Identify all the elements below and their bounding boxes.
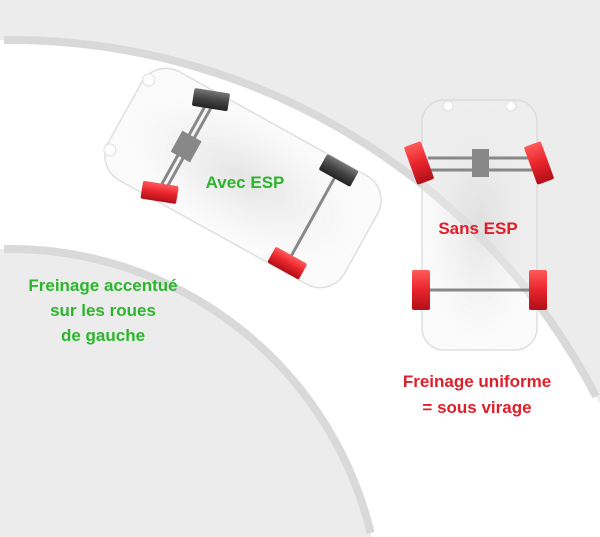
car-without-esp: [404, 99, 554, 351]
caption-line: sur les roues: [50, 301, 156, 320]
headlight-icon: [442, 100, 454, 112]
wheel-rear-left-braking: [412, 270, 430, 310]
headlight-icon: [142, 73, 156, 87]
headlight-icon: [103, 143, 117, 157]
caption-line: Freinage accentué: [28, 276, 178, 295]
label-without-esp: Sans ESP: [438, 219, 518, 238]
caption-line: Freinage uniforme: [402, 372, 552, 391]
headlight-icon: [505, 100, 517, 112]
caption-without-esp: Freinage uniforme = sous virage: [403, 369, 551, 421]
road-inner-edge: [3, 245, 375, 534]
caption-with-esp: Freinage accentué sur les roues de gauch…: [28, 273, 177, 348]
differential-box: [170, 130, 202, 163]
caption-line: de gauche: [60, 326, 146, 345]
wheel-front-left-braking: [140, 180, 179, 204]
car-with-esp: [103, 67, 382, 289]
label-with-esp: Avec ESP: [205, 173, 285, 192]
caption-line: = sous virage: [422, 398, 532, 417]
wheel-rear-right: [319, 154, 359, 187]
wheel-rear-right-braking: [529, 270, 547, 310]
wheel-front-right-braking: [524, 141, 554, 185]
wheel-rear-left-braking: [267, 247, 307, 280]
road-inner-island: [0, 248, 372, 537]
wheel-front-left-braking: [404, 141, 434, 185]
wheel-front-right: [192, 88, 230, 112]
differential-box: [472, 149, 489, 177]
